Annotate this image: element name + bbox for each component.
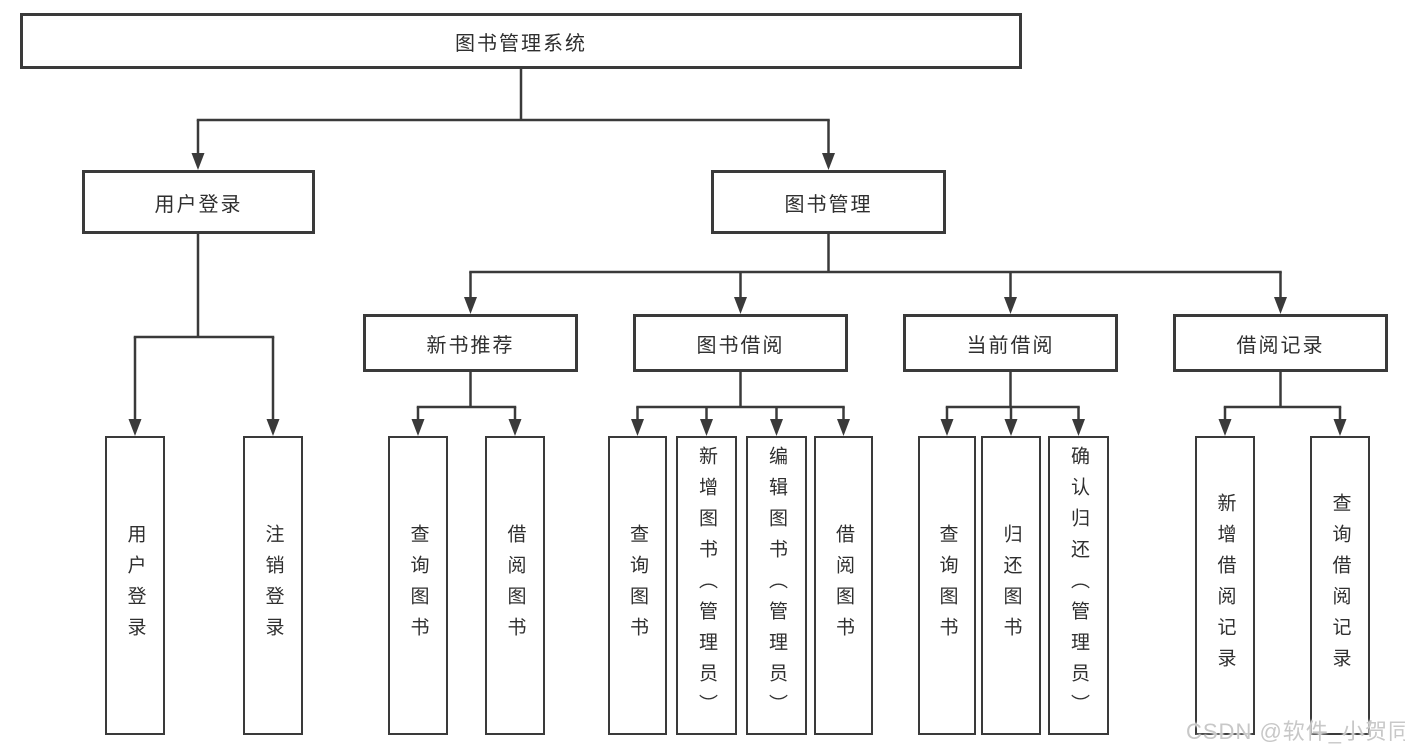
leaf-query-books-borrow: 查询图书 <box>608 436 667 735</box>
node-new-book-recommend: 新书推荐 <box>363 314 578 372</box>
watermark: CSDN @软件_小贺同学 <box>1186 719 1405 744</box>
leaf-edit-books-admin: 编辑图书（管理员） <box>746 436 807 735</box>
leaf-query-borrow-record: 查询借阅记录 <box>1310 436 1370 735</box>
node-user-login: 用户登录 <box>82 170 315 234</box>
leaf-return-books: 归还图书 <box>981 436 1041 735</box>
node-borrowing-records: 借阅记录 <box>1173 314 1388 372</box>
leaf-borrow-books-newbk: 借阅图书 <box>485 436 545 735</box>
leaf-query-books-newbk: 查询图书 <box>388 436 448 735</box>
leaf-borrow-books: 借阅图书 <box>814 436 873 735</box>
node-current-borrowing: 当前借阅 <box>903 314 1118 372</box>
leaf-confirm-return-admin: 确认归还（管理员） <box>1048 436 1109 735</box>
leaf-add-borrow-record: 新增借阅记录 <box>1195 436 1255 735</box>
leaf-add-books-admin: 新增图书（管理员） <box>676 436 737 735</box>
node-library-system: 图书管理系统 <box>20 13 1022 69</box>
node-book-borrowing: 图书借阅 <box>633 314 848 372</box>
node-book-management: 图书管理 <box>711 170 946 234</box>
leaf-query-books-current: 查询图书 <box>918 436 976 735</box>
leaf-user-login: 用户登录 <box>105 436 165 735</box>
leaf-logout: 注销登录 <box>243 436 303 735</box>
